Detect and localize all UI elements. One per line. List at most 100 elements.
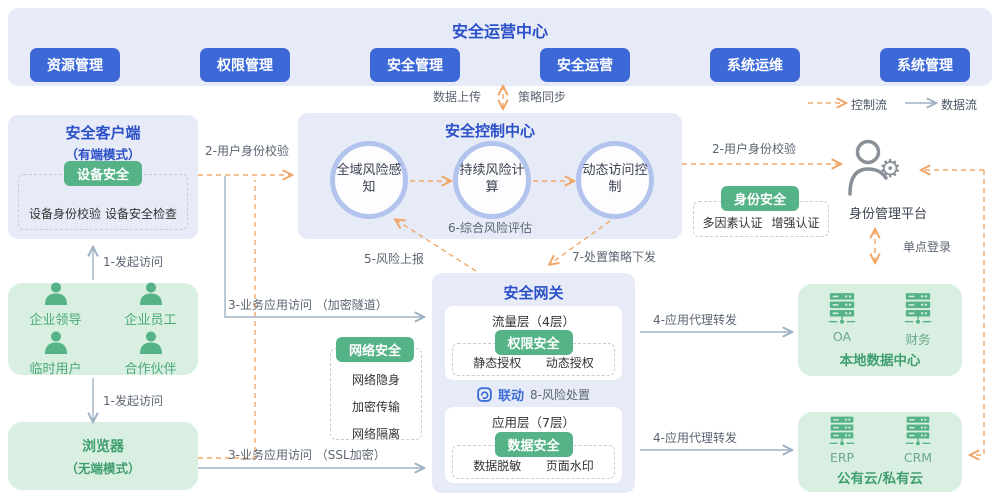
browser-title: 浏览器 bbox=[82, 439, 124, 455]
server-crm: CRM bbox=[886, 416, 950, 465]
network-security-items: 网络隐身 加密传输 网络隔离 bbox=[331, 371, 421, 442]
mfa-auth: 多因素认证 bbox=[702, 216, 763, 230]
device-security-badge: 设备安全 bbox=[63, 161, 143, 186]
gateway-title: 安全网关 bbox=[503, 284, 564, 302]
server-icon bbox=[829, 416, 855, 446]
encrypted-transfer: 加密传输 bbox=[351, 400, 400, 414]
server-icon bbox=[828, 293, 856, 324]
user-label: 合作伙伴 bbox=[124, 361, 177, 377]
circle-dynamic-access-control: 动态访问控制 bbox=[576, 141, 654, 219]
control-center-title: 安全控制中心 bbox=[444, 122, 535, 140]
flow-user-auth-platform: 2-用户身份校验 bbox=[712, 142, 796, 156]
user-partner: 合作伙伴 bbox=[103, 330, 198, 377]
legend-data-flow-label: 数据流 bbox=[941, 98, 978, 112]
linkage-row: 联动 8-风险处置 bbox=[432, 385, 635, 404]
circle-continuous-risk-computing: 持续风险计算 bbox=[453, 141, 531, 219]
authz-items: 静态授权 动态授权 bbox=[461, 354, 606, 371]
circle-label: 全域风险感知 bbox=[336, 163, 402, 195]
person-outline-icon bbox=[848, 139, 888, 196]
users-panel: 企业领导 企业员工 临时用户 合作伙伴 bbox=[8, 281, 198, 377]
client-title: 安全客户端 bbox=[65, 124, 141, 142]
flow-policy-dispatch: 7-处置策略下发 bbox=[572, 250, 656, 264]
gear-icon: ⚙ bbox=[879, 154, 902, 183]
user-temporary: 临时用户 bbox=[8, 330, 103, 377]
security-control-center-panel: 安全控制中心 全域风险感知 持续风险计算 动态访问控制 6-综合风险评估 bbox=[298, 113, 682, 239]
device-security-check: 设备安全检查 bbox=[104, 207, 177, 221]
risk-handling-label: 8-风险处置 bbox=[530, 388, 590, 402]
flow-initiate-access-down: 1-发起访问 bbox=[103, 394, 163, 408]
server-finance: 财务 bbox=[886, 292, 950, 348]
server-label: OA bbox=[832, 329, 852, 344]
button-system-mgmt[interactable]: 系统管理 bbox=[880, 48, 970, 82]
security-client-panel: 安全客户端 （有端模式） 设备身份校验 设备安全检查 设备安全 bbox=[8, 115, 198, 239]
security-gateway-panel: 安全网关 流量层（4层） 静态授权 动态授权 权限安全 联动 8-风险处置 应用… bbox=[432, 273, 635, 493]
flow-proxy-forward-cloud: 4-应用代理转发 bbox=[653, 431, 737, 445]
server-label: 财务 bbox=[905, 332, 931, 347]
cloud-panel: ERP CRM 公有云/私有云 bbox=[798, 412, 962, 492]
authz-security-group: 静态授权 动态授权 bbox=[452, 343, 615, 376]
server-label: CRM bbox=[903, 450, 933, 465]
browser-subtitle: （无端模式） bbox=[65, 461, 141, 476]
page-watermark: 页面水印 bbox=[545, 459, 594, 473]
network-stealth: 网络隐身 bbox=[351, 373, 400, 387]
security-ops-center-panel: 安全运营中心 资源管理 权限管理 安全管理 安全运营 系统运维 系统管理 bbox=[8, 8, 992, 86]
identity-security-group: 多因素认证 增强认证 bbox=[693, 201, 829, 237]
flow-data-upload: 数据上传 bbox=[433, 90, 482, 104]
flow-risk-report: 5-风险上报 bbox=[364, 252, 424, 266]
server-oa: OA bbox=[810, 292, 874, 344]
button-permission-mgmt[interactable]: 权限管理 bbox=[200, 48, 290, 82]
user-enterprise-leader: 企业领导 bbox=[8, 281, 103, 328]
linkage-icon bbox=[477, 387, 492, 402]
client-subtitle: （有端模式） bbox=[65, 147, 141, 162]
person-icon bbox=[44, 281, 67, 305]
linkage-label: 联动 bbox=[498, 389, 525, 404]
local-datacenter-panel: OA 财务 本地数据中心 bbox=[798, 284, 962, 376]
button-security-ops[interactable]: 安全运营 bbox=[540, 48, 630, 82]
risk-assessment-label: 6-综合风险评估 bbox=[448, 221, 532, 235]
identity-security-badge: 身份安全 bbox=[720, 186, 800, 211]
person-icon bbox=[139, 281, 162, 305]
dynamic-authz: 动态授权 bbox=[545, 356, 594, 370]
button-resource-mgmt[interactable]: 资源管理 bbox=[30, 48, 120, 82]
flow-app-access-ssl: 3-业务应用访问 （SSL加密） bbox=[228, 448, 386, 462]
app-layer-title: 应用层（7层） bbox=[492, 415, 575, 430]
person-icon bbox=[139, 330, 162, 354]
network-security-group: 网络隐身 加密传输 网络隔离 bbox=[330, 348, 422, 442]
person-icon bbox=[44, 330, 67, 354]
flow-initiate-access-up: 1-发起访问 bbox=[103, 255, 163, 269]
traffic-layer-card: 流量层（4层） 静态授权 动态授权 权限安全 bbox=[445, 306, 622, 380]
circle-label: 动态访问控制 bbox=[582, 163, 648, 195]
flow-policy-sync: 策略同步 bbox=[518, 90, 567, 104]
local-datacenter-title: 本地数据中心 bbox=[839, 353, 921, 369]
server-icon bbox=[904, 293, 932, 324]
data-security-items: 数据脱敏 页面水印 bbox=[461, 457, 606, 474]
user-label: 临时用户 bbox=[29, 361, 82, 377]
flow-user-auth-client: 2-用户身份校验 bbox=[205, 144, 289, 158]
legend-control-flow-label: 控制流 bbox=[851, 98, 888, 112]
traffic-layer-title: 流量层（4层） bbox=[492, 314, 575, 329]
user-enterprise-employee: 企业员工 bbox=[103, 281, 198, 328]
identity-platform-label: 身份管理平台 bbox=[848, 207, 927, 222]
identity-platform-icon: ⚙ bbox=[846, 138, 918, 200]
flow-sso: 单点登录 bbox=[903, 240, 952, 254]
cloud-title: 公有云/私有云 bbox=[837, 471, 923, 487]
app-layer-card: 应用层（7层） 数据脱敏 页面水印 数据安全 bbox=[445, 407, 622, 483]
flow-proxy-forward-dc: 4-应用代理转发 bbox=[653, 313, 737, 327]
button-security-mgmt[interactable]: 安全管理 bbox=[370, 48, 460, 82]
flow-app-access-tunnel: 3-业务应用访问 （加密隧道） bbox=[228, 298, 388, 312]
device-security-items: 设备身份校验 设备安全检查 bbox=[27, 205, 179, 222]
server-label: ERP bbox=[829, 450, 855, 465]
button-system-ops[interactable]: 系统运维 bbox=[710, 48, 800, 82]
ops-button-row: 资源管理 权限管理 安全管理 安全运营 系统运维 系统管理 bbox=[8, 42, 992, 82]
enhanced-auth: 增强认证 bbox=[771, 216, 820, 230]
server-erp: ERP bbox=[810, 416, 874, 465]
authz-security-badge: 权限安全 bbox=[494, 330, 573, 355]
user-label: 企业领导 bbox=[29, 312, 82, 328]
user-label: 企业员工 bbox=[124, 312, 177, 328]
data-masking: 数据脱敏 bbox=[473, 459, 522, 473]
device-identity-check: 设备身份校验 bbox=[28, 207, 101, 221]
identity-security-items: 多因素认证 增强认证 bbox=[698, 214, 824, 231]
ops-center-title: 安全运营中心 bbox=[451, 22, 548, 41]
network-isolation: 网络隔离 bbox=[351, 427, 400, 441]
